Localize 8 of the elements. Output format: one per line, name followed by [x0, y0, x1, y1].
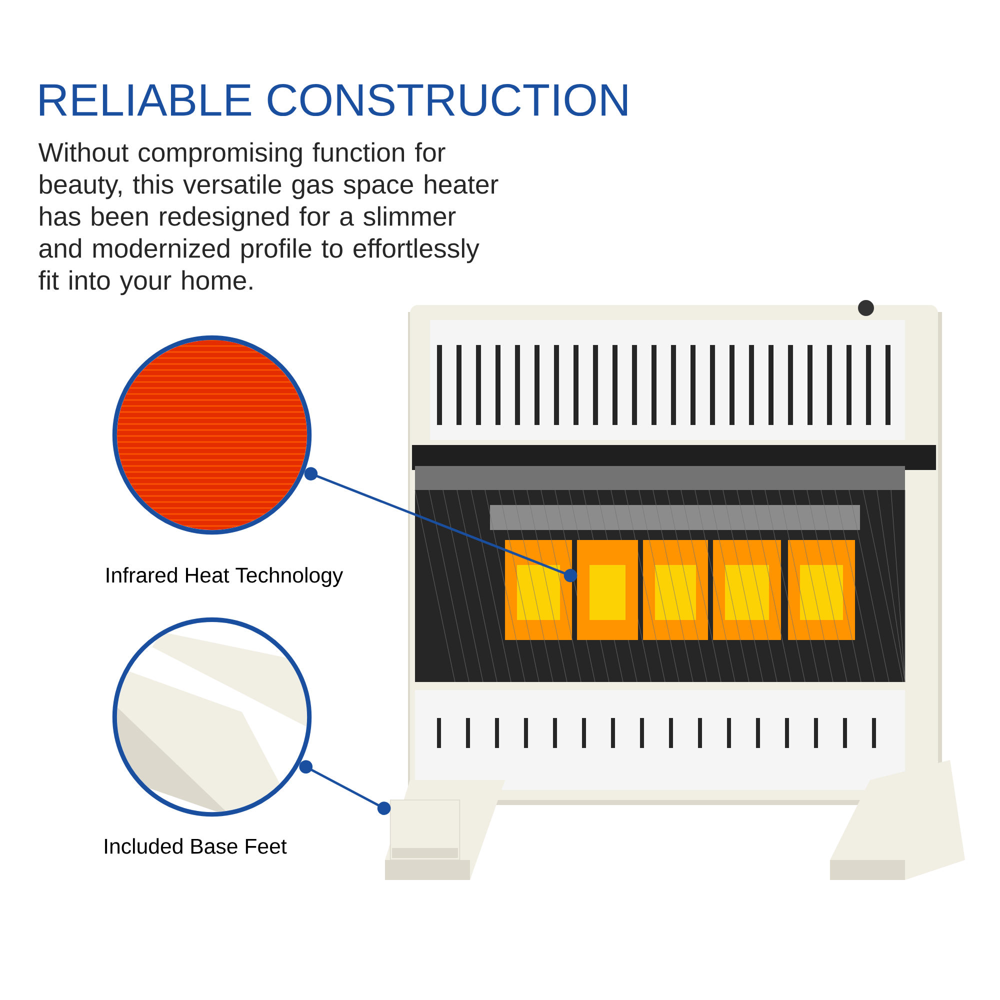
burner-tile: [577, 540, 638, 640]
callout-caption: Infrared Heat Technology: [106, 567, 344, 587]
callout-caption: Included Base Feet: [105, 838, 287, 854]
leader-line: [299, 760, 391, 815]
base-foot: [390, 800, 460, 860]
title: RELIABLE CONSTRUCTION: [40, 84, 627, 116]
leader-line: [304, 467, 578, 582]
description-paragraph: Without compromising function for beauty, this versatile gas space heater has been redesigned for a slimmer and modernized profile to effortlessly fit into your home.: [38, 142, 498, 296]
